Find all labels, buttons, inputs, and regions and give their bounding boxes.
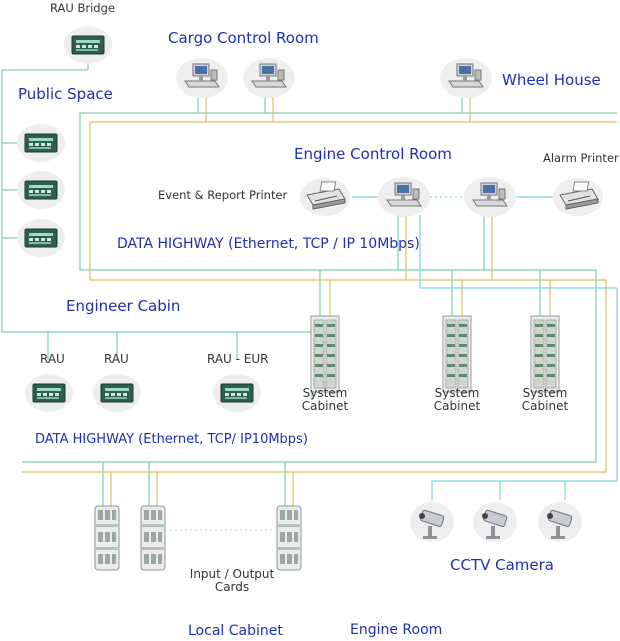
io-card-2-icon <box>140 505 166 571</box>
public-space-label: Public Space <box>18 85 113 103</box>
rau-1-label: RAU <box>40 352 65 366</box>
wheel-house-workstation-icon <box>439 57 493 99</box>
cargo-workstation-1-icon <box>175 57 229 99</box>
engine-control-workstation-2-icon <box>463 176 517 218</box>
wheel-house-label: Wheel House <box>502 71 601 89</box>
rau-2-label: RAU <box>104 352 129 366</box>
alarm-printer-icon <box>552 177 604 217</box>
public-space-panel-1-icon <box>16 123 66 163</box>
rau-bridge-label: RAU Bridge <box>50 1 115 15</box>
local-cabinet-label: Local Cabinet <box>188 623 283 639</box>
data-highway-2-label: DATA HIGHWAY (Ethernet, TCP/ IP10Mbps) <box>35 432 308 447</box>
cctv-camera-1-icon <box>409 501 455 543</box>
engine-room-label: Engine Room <box>350 622 443 638</box>
cargo-control-room-label: Cargo Control Room <box>168 29 319 47</box>
system-cabinet-2-icon <box>442 315 472 393</box>
cyan-network-lines <box>352 196 618 500</box>
event-report-printer-icon <box>299 177 351 217</box>
cctv-camera-label: CCTV Camera <box>450 556 555 574</box>
io-cards-label: Input / Output Cards <box>189 567 275 595</box>
engine-control-room-label: Engine Control Room <box>294 145 452 163</box>
rau-panel-1-icon <box>24 373 74 413</box>
public-space-panel-2-icon <box>16 170 66 210</box>
rau-panel-2-icon <box>92 373 142 413</box>
cctv-camera-2-icon <box>472 501 518 543</box>
rau-eur-panel-icon <box>212 373 262 413</box>
engine-control-workstation-1-icon <box>377 176 431 218</box>
system-cabinet-1-icon <box>310 315 340 393</box>
io-card-3-icon <box>276 505 302 571</box>
alarm-printer-label: Alarm Printer <box>543 151 619 165</box>
event-report-printer-label: Event & Report Printer <box>158 188 288 202</box>
rau-bridge-panel-icon <box>63 25 113 65</box>
cctv-camera-3-icon <box>537 501 583 543</box>
yellow-network-lines <box>22 95 617 510</box>
rau-eur-label: RAU - EUR <box>207 352 269 366</box>
system-cabinet-3-icon <box>530 315 560 393</box>
public-space-panel-3-icon <box>16 218 66 258</box>
system-cabinet-1-label: System Cabinet <box>301 386 349 414</box>
io-card-1-icon <box>94 505 120 571</box>
data-highway-1-label: DATA HIGHWAY (Ethernet, TCP / IP 10Mbps) <box>117 236 420 252</box>
system-cabinet-2-label: System Cabinet <box>433 386 481 414</box>
cargo-workstation-2-icon <box>242 57 296 99</box>
system-cabinet-3-label: System Cabinet <box>521 386 569 414</box>
engineer-cabin-label: Engineer Cabin <box>66 297 181 315</box>
